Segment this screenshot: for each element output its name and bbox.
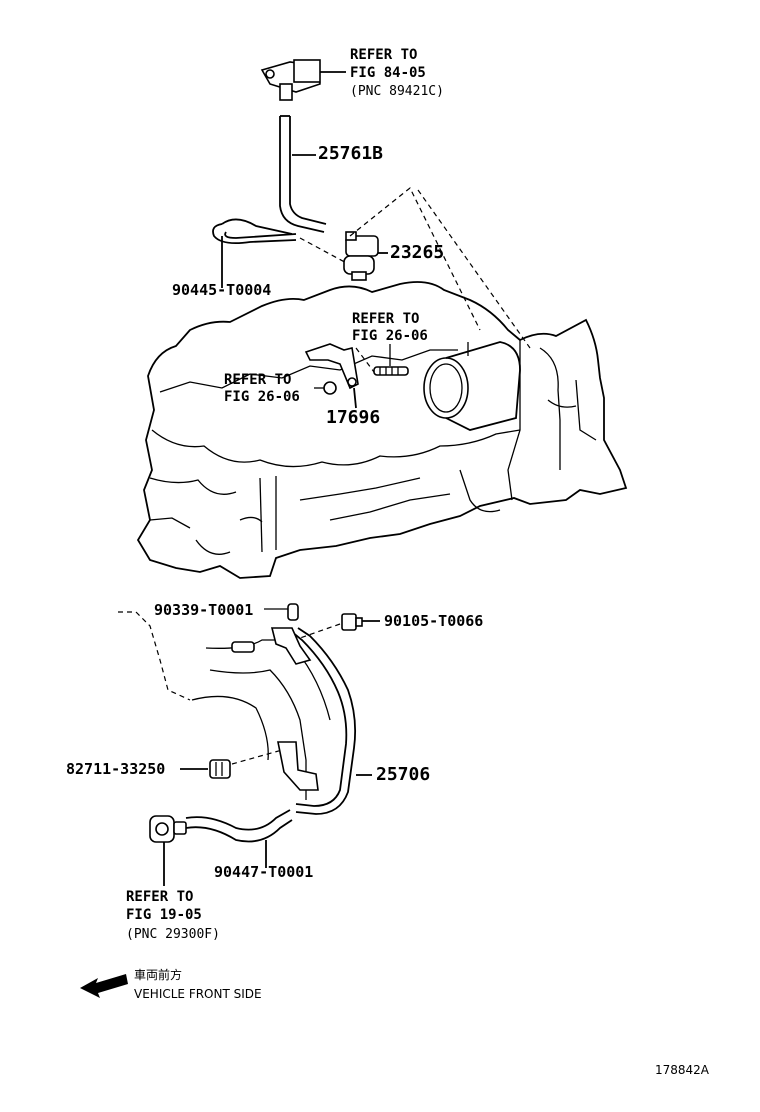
refer-26-06-top-line2: FIG 26-06 <box>352 328 428 344</box>
part-label-90445: 90445-T0004 <box>172 281 272 299</box>
throttle-body-drawing <box>423 341 521 431</box>
direction-english: VEHICLE FRONT SIDE <box>134 987 262 1001</box>
refer-19-05-line2: FIG 19-05 <box>126 907 202 923</box>
refer-26-06-left-line2: FIG 26-06 <box>224 389 300 405</box>
vacuum-hose-drawing <box>279 115 327 233</box>
part-label-90105: 90105-T0066 <box>384 612 484 630</box>
refer-26-06-top-line1: REFER TO <box>352 311 420 327</box>
nut-drawing <box>314 381 337 395</box>
clip-82711-drawing <box>180 749 283 779</box>
direction-japanese: 車両前方 <box>134 968 183 982</box>
engine-block-drawing <box>136 281 628 579</box>
part-label-17696: 17696 <box>326 407 381 428</box>
part-label-25761b: 25761B <box>318 143 384 164</box>
part-label-82711: 82711-33250 <box>66 760 166 778</box>
refer-19-05-pnc: (PNC 29300F) <box>126 927 220 942</box>
vsv-valve-drawing <box>343 231 388 281</box>
stud-bolt-drawing <box>373 344 409 376</box>
left-arrow-icon <box>80 974 128 998</box>
part-label-23265: 23265 <box>390 242 445 263</box>
part-label-90339: 90339-T0001 <box>154 601 254 619</box>
vacuum-sensor-drawing <box>260 59 346 101</box>
bracket-17696-drawing <box>304 343 375 409</box>
refer-84-05-line2: FIG 84-05 <box>350 65 426 81</box>
refer-26-06-left-line1: REFER TO <box>224 372 292 388</box>
refer-84-05-line1: REFER TO <box>350 47 418 63</box>
part-label-25706: 25706 <box>376 764 431 785</box>
part-label-90447: 90447-T0001 <box>214 863 314 881</box>
hose-90445-drawing <box>212 218 353 288</box>
bolt-90105-drawing <box>299 613 380 639</box>
lower-engine-drawing <box>118 611 331 800</box>
refer-19-05-line1: REFER TO <box>126 889 194 905</box>
refer-84-05-pnc: (PNC 89421C) <box>350 84 444 99</box>
pipe-25706-drawing <box>264 603 372 815</box>
figure-id: 178842A <box>655 1063 710 1077</box>
hose-90447-drawing <box>149 809 293 886</box>
